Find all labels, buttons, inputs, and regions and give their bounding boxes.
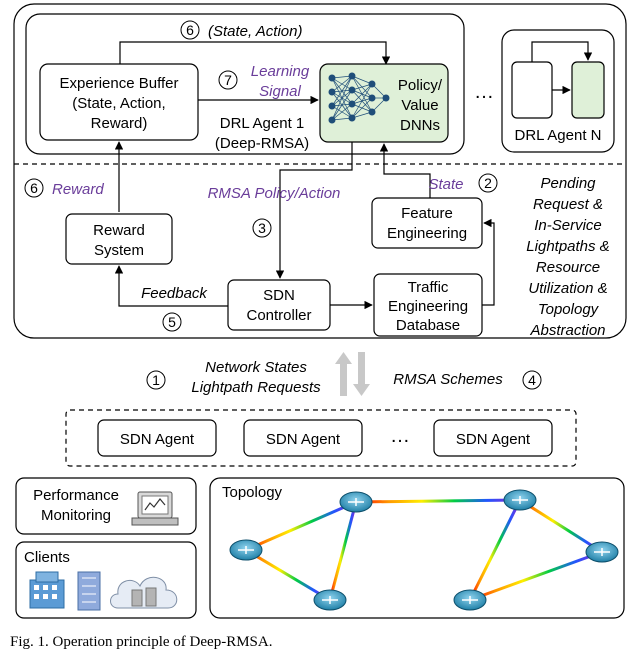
dnn-label-line3: DNNs <box>400 117 440 134</box>
step-7-badge <box>218 70 238 90</box>
experience-buffer-box <box>39 63 199 141</box>
state-arrow <box>379 143 431 198</box>
step-2-badge <box>478 173 498 193</box>
dnn-label-line1: Policy/ <box>398 77 443 94</box>
svg-text:Pending: Pending <box>540 175 596 192</box>
router-5 <box>313 589 347 611</box>
sdn-agent-box-2 <box>243 419 363 457</box>
router-3 <box>229 539 263 561</box>
performance-line2: Monitoring <box>41 507 111 524</box>
topology-label: Topology <box>222 484 283 501</box>
ted-to-feature-arrow <box>482 218 495 306</box>
building-icon <box>29 571 65 609</box>
drl-agent-1-label: DRL Agent 1 <box>220 115 305 132</box>
step-6-bottom-badge <box>24 178 44 198</box>
router-1 <box>339 491 373 513</box>
sdn-agent-box-3 <box>433 419 553 457</box>
svg-text:Request &: Request & <box>533 196 603 213</box>
feedback-arrow <box>114 265 228 307</box>
sdn-agent-label-3: SDN Agent <box>456 431 531 448</box>
step-2-num: 2 <box>484 175 492 191</box>
rmsa-schemes-label: RMSA Schemes <box>393 371 503 388</box>
northbound-arrow <box>335 352 352 396</box>
ted-line2: Engineering <box>388 298 468 315</box>
ted-line1: Traffic <box>408 279 449 296</box>
sdn-agent-label-1: SDN Agent <box>120 431 195 448</box>
step-6-top-num: 6 <box>186 22 194 38</box>
reward-label: Reward <box>52 181 104 198</box>
performance-line1: Performance <box>33 487 119 504</box>
experience-buffer-line1: Experience Buffer <box>60 75 179 92</box>
learning-signal-line1: Learning <box>251 63 310 80</box>
step-4-badge <box>522 370 542 390</box>
step-6-bottom-num: 6 <box>30 180 38 196</box>
step-5-num: 5 <box>168 314 176 330</box>
topology-links <box>245 498 603 602</box>
lightpath-requests-label: Lightpath Requests <box>191 379 321 396</box>
svg-text:Topology: Topology <box>538 301 600 318</box>
feature-engineering-line2: Engineering <box>387 225 467 242</box>
state-contents-note: Pending Request & In-Service Lightpaths … <box>526 175 609 339</box>
learning-signal-line2: Signal <box>259 83 301 100</box>
experience-buffer-line3: Reward) <box>91 115 148 132</box>
agent-n-loop-arrow <box>531 41 593 62</box>
sdn-agent-box-1 <box>97 419 217 457</box>
step-3-num: 3 <box>258 220 266 236</box>
svg-text:Lightpaths &: Lightpaths & <box>526 238 609 255</box>
reward-system-line1: Reward <box>93 222 145 239</box>
step-1-badge <box>146 370 166 390</box>
step-6-top-badge <box>180 20 200 40</box>
cloud-datacenter-icon <box>110 576 178 609</box>
rmsa-policy-label: RMSA Policy/Action <box>208 185 341 202</box>
tower-icon <box>77 571 101 611</box>
sdn-agents-ellipsis: … <box>390 425 410 447</box>
network-states-label: Network States <box>205 359 307 376</box>
policy-value-dnn-box <box>319 63 449 143</box>
step-7-num: 7 <box>224 72 232 88</box>
feature-engineering-box <box>371 197 483 249</box>
step-3-badge <box>252 218 272 238</box>
agent-n-buffer-box <box>511 61 553 119</box>
sdn-controller-line1: SDN <box>263 287 295 304</box>
state-action-loop-arrow <box>119 41 391 65</box>
feedback-label: Feedback <box>141 285 208 302</box>
svg-text:In-Service: In-Service <box>534 217 602 234</box>
step-5-badge <box>162 312 182 332</box>
svg-text:Abstraction: Abstraction <box>529 322 605 339</box>
step-4-num: 4 <box>528 372 536 388</box>
figure-caption: Fig. 1. Operation principle of Deep-RMSA… <box>10 634 272 650</box>
router-6 <box>453 589 487 611</box>
state-label: State <box>428 176 463 193</box>
agent-n-dnn-box <box>571 61 605 119</box>
drl-agent-n-label: DRL Agent N <box>515 127 602 144</box>
step-1-num: 1 <box>152 372 160 388</box>
reward-system-box <box>65 213 173 265</box>
router-4 <box>585 541 619 563</box>
router-2 <box>503 489 537 511</box>
monitor-icon <box>131 491 179 526</box>
experience-buffer-line2: (State, Action, <box>72 95 165 112</box>
sdn-agent-label-2: SDN Agent <box>266 431 341 448</box>
state-action-label: (State, Action) <box>208 23 302 40</box>
rmsa-policy-arrow <box>275 142 353 279</box>
neural-network-icon <box>328 72 390 124</box>
svg-text:Resource: Resource <box>536 259 600 276</box>
sdn-agents-group <box>65 409 577 467</box>
clients-label: Clients <box>24 549 70 566</box>
deep-rmsa-label: (Deep-RMSA) <box>215 135 309 152</box>
dnn-label-line2: Value <box>401 97 438 114</box>
ted-line3: Database <box>396 317 460 334</box>
southbound-arrow <box>353 352 370 396</box>
svg-text:Utilization &: Utilization & <box>528 280 607 297</box>
reward-system-line2: System <box>94 242 144 259</box>
feature-engineering-line1: Feature <box>401 205 453 222</box>
sdn-controller-line2: Controller <box>246 307 311 324</box>
agents-ellipsis: … <box>474 81 494 103</box>
